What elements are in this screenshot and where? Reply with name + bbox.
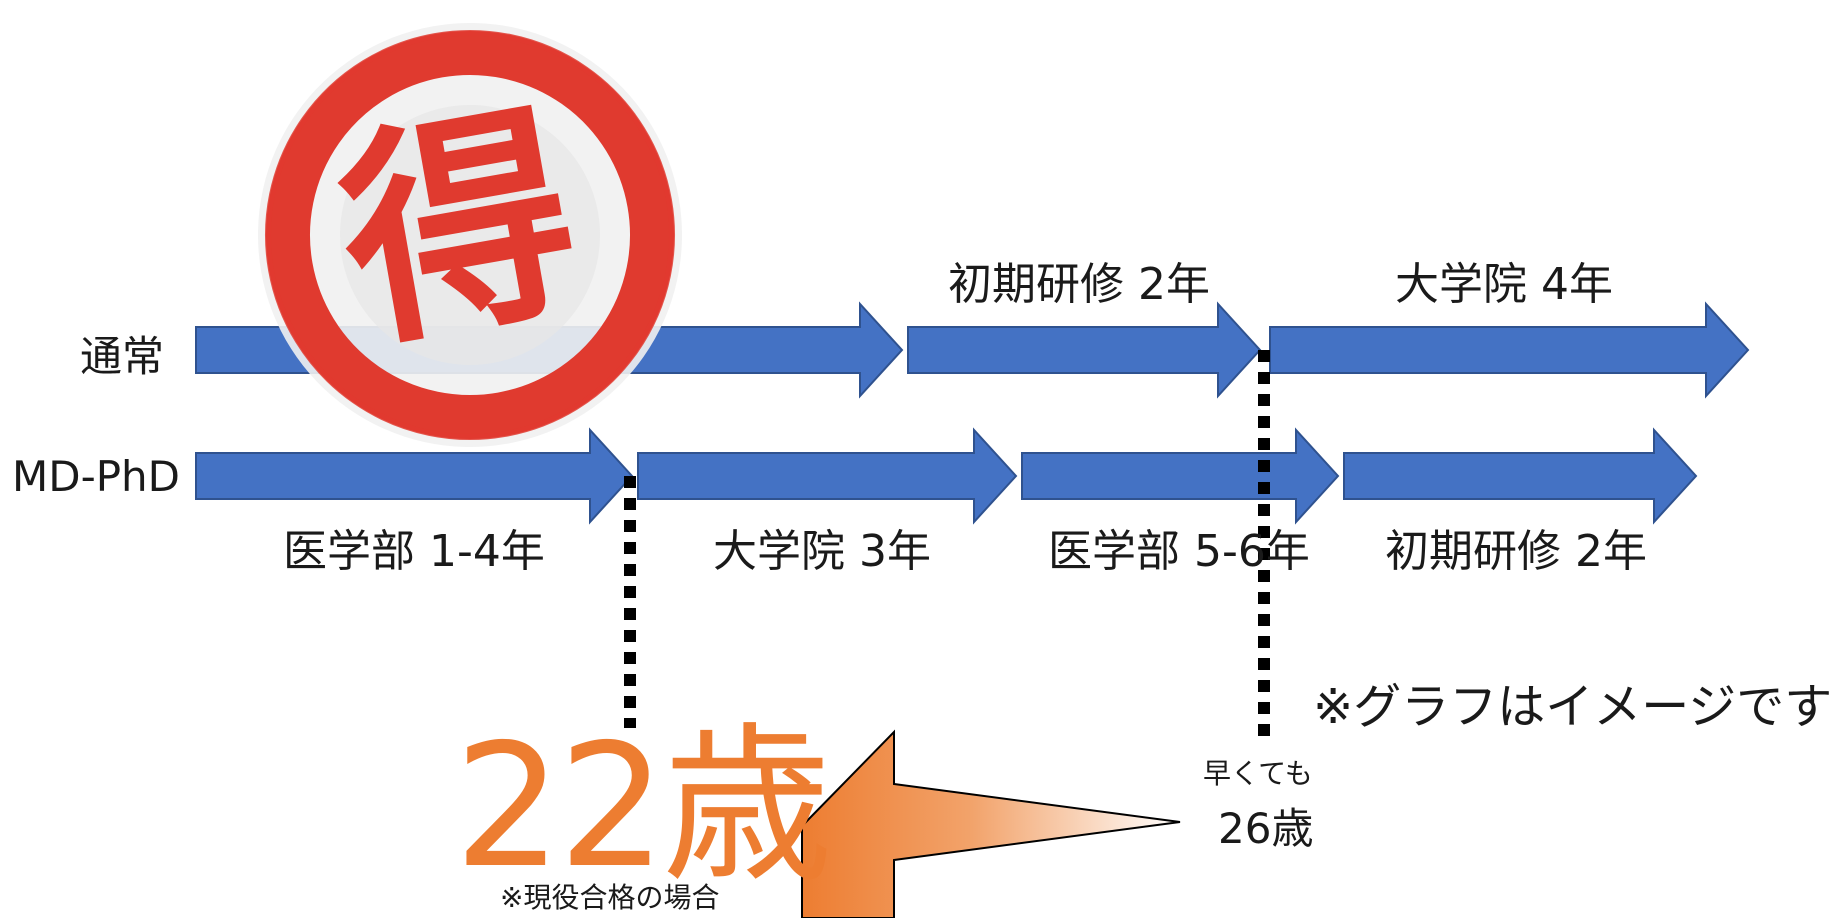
svg-text:得: 得 [323, 79, 596, 382]
md-arrow-med-5-6 [1021, 427, 1340, 525]
mdphd-row-arrows [195, 427, 1698, 525]
age-normal: 26歳 [1218, 804, 1314, 853]
label-normal-initial-training: 初期研修 2年 [948, 259, 1210, 310]
label-md-grad-school: 大学院 3年 [713, 526, 931, 577]
comparison-arrow [801, 729, 1181, 918]
md-arrow-initial-training [1343, 427, 1698, 525]
earliest-note: 早くても [1203, 757, 1313, 790]
md-arrow-grad-school [637, 427, 1018, 525]
age-mdphd: 22歳 [454, 708, 832, 906]
graph-note: ※グラフはイメージです [1313, 679, 1833, 735]
condition-note: ※現役合格の場合 [500, 881, 720, 914]
normal-arrow-grad-school [1269, 301, 1750, 399]
label-md-med-5-6: 医学部 5-6年 [1048, 526, 1310, 577]
advantage-stamp-icon: 得 [258, 23, 682, 447]
label-normal-grad-school: 大学院 4年 [1395, 259, 1613, 310]
row-label-normal: 通常 [80, 332, 165, 381]
normal-arrow-initial-training [907, 301, 1262, 399]
label-md-initial-training: 初期研修 2年 [1385, 526, 1647, 577]
row-label-mdphd: MD-PhD [12, 452, 181, 501]
md-arrow-med-1-4 [195, 427, 634, 525]
label-md-med-1-4: 医学部 1-4年 [283, 526, 545, 577]
